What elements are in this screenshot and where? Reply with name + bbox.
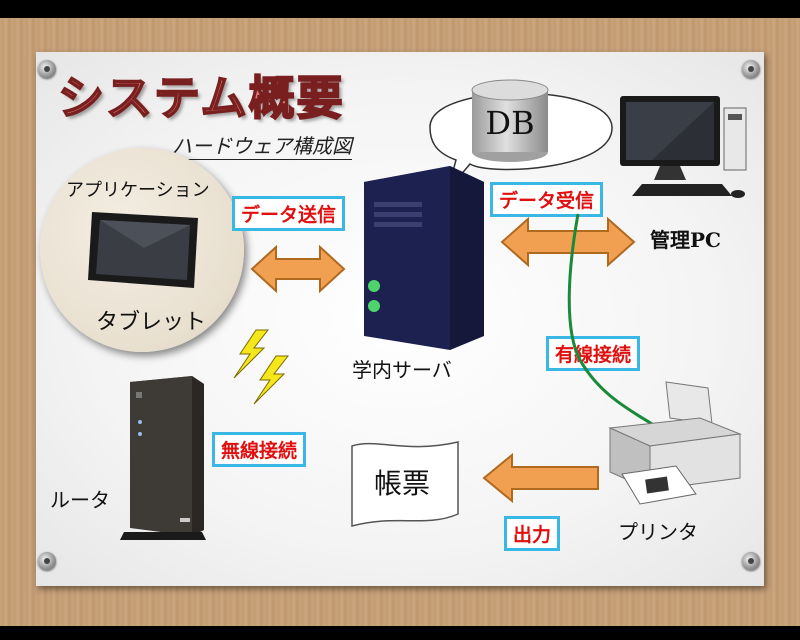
- cable-line: [567, 213, 653, 426]
- data-receive-tag: データ受信: [490, 182, 604, 217]
- printer-label: プリンタ: [618, 520, 698, 544]
- receipt-label: 帳票: [374, 467, 431, 500]
- wireless-connection-tag: 無線接続: [212, 432, 307, 467]
- double-arrow-icon: [500, 216, 636, 268]
- server-label: 学内サーバ: [352, 358, 452, 382]
- pin-bottom-left: [38, 552, 56, 570]
- left-arrow-icon: [482, 452, 599, 504]
- double-arrow-icon: [250, 244, 346, 294]
- db-label: DB: [485, 104, 534, 142]
- router-label: ルータ: [50, 488, 110, 512]
- tablet-bottom-label: タブレット: [96, 310, 207, 335]
- db-speech-bubble: DB: [429, 79, 613, 182]
- pin-bottom-right: [742, 552, 760, 570]
- server-icon: [364, 166, 484, 350]
- tablet-top-label: アプリケーション: [66, 180, 210, 201]
- lightning-icon: [233, 329, 290, 405]
- tablet-icon: [88, 212, 198, 288]
- pin-top-left: [38, 60, 56, 78]
- printer-icon: [608, 381, 742, 505]
- wired-connection-tag: 有線接続: [546, 336, 641, 371]
- subtitle: ハードウェア構成図: [172, 130, 352, 160]
- document-icon: [351, 441, 459, 527]
- pin-top-right: [742, 60, 760, 78]
- page-title: システム概要: [57, 70, 345, 126]
- router-icon: [120, 376, 206, 540]
- pc-icon: [620, 96, 747, 198]
- pc-label: 管理PC: [650, 228, 721, 252]
- database-icon: [471, 79, 549, 162]
- data-send-tag: データ送信: [232, 196, 346, 231]
- output-tag: 出力: [504, 516, 561, 551]
